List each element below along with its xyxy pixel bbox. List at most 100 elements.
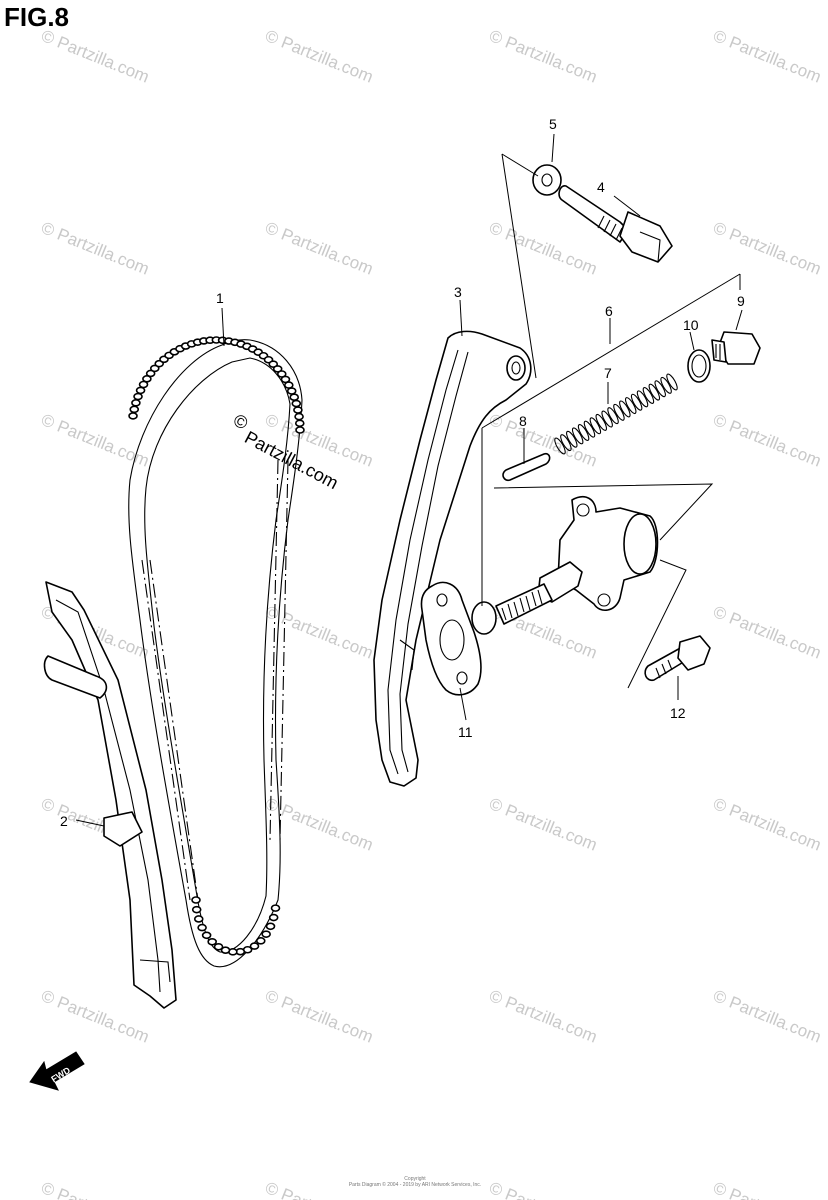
- washer-part-5[interactable]: [532, 164, 562, 196]
- tensioner-assembly-part-6[interactable]: [471, 496, 659, 635]
- spring-coil: [630, 393, 643, 411]
- watermark-text: © Partzilla.com: [39, 218, 152, 279]
- watermark-tile: © Partzilla.com: [711, 410, 824, 471]
- callout-11[interactable]: 11: [458, 724, 473, 740]
- callout-4[interactable]: 4: [597, 179, 605, 195]
- watermark-text: © Partzilla.com: [39, 986, 152, 1047]
- chain-link: [145, 369, 156, 378]
- spring-coil: [642, 386, 655, 404]
- callout-12[interactable]: 12: [670, 705, 686, 721]
- callout-5[interactable]: 5: [549, 116, 557, 132]
- spring-coil: [607, 407, 619, 425]
- chain-guide-part-2[interactable]: [43, 581, 177, 1009]
- figure-title: FIG.8: [4, 2, 70, 32]
- copyright-notice: Copyright Parts Diagram © 2004 - 2019 by…: [330, 1176, 500, 1188]
- watermark-tile: © Partzilla.com: [487, 986, 600, 1047]
- watermark-text: © Partzilla.com: [487, 1178, 600, 1200]
- chain-link: [261, 930, 271, 938]
- watermark-text: © Partzilla.com: [711, 602, 824, 663]
- watermark-tile: © Partzilla.com: [711, 26, 824, 87]
- callout-9[interactable]: 9: [737, 293, 745, 309]
- callout-2[interactable]: 2: [60, 813, 68, 829]
- o-ring-part-10[interactable]: [687, 349, 711, 383]
- bolt-part-12[interactable]: [644, 635, 711, 682]
- bolt-part-4[interactable]: [558, 185, 673, 263]
- watermark-tile: © Partzilla.com: [39, 1178, 152, 1200]
- watermark-text: © Partzilla.com: [487, 986, 600, 1047]
- watermark-text: © Partzilla.com: [711, 218, 824, 279]
- spring-coil: [648, 383, 661, 401]
- spring-coil: [595, 413, 608, 431]
- spring-coil: [583, 420, 596, 438]
- chain-link: [294, 419, 305, 428]
- chain-link: [255, 937, 266, 945]
- chain-link: [193, 915, 204, 923]
- watermark-tile: © Partzilla.com: [711, 1178, 824, 1200]
- chain-link: [293, 406, 303, 414]
- watermark-tile: © Partzilla.com: [487, 26, 600, 87]
- callout-6[interactable]: 6: [605, 303, 613, 319]
- spring-coil: [601, 410, 613, 428]
- callout-3[interactable]: 3: [454, 284, 462, 300]
- leader-lines: [75, 133, 743, 827]
- chain-link: [286, 387, 297, 395]
- chain-link: [284, 381, 294, 389]
- chain-link: [129, 405, 140, 414]
- chain-link: [270, 904, 281, 912]
- chain-links: [128, 336, 305, 956]
- chain-link: [220, 946, 231, 954]
- pin-part-8[interactable]: [502, 452, 551, 482]
- watermark-text: © Partzilla.com: [711, 794, 824, 855]
- watermark-text: © Partzilla.com: [711, 986, 824, 1047]
- watermark-text: © Partzilla.com: [263, 218, 376, 279]
- gasket-part-11[interactable]: [420, 581, 482, 696]
- callouts: 1 2 3 4 5 6 7 8 9 10 11 12: [60, 116, 745, 829]
- callout-8[interactable]: 8: [519, 413, 527, 429]
- spring-coil: [613, 403, 625, 421]
- spring-coil: [571, 427, 584, 445]
- spring-coil: [589, 417, 602, 435]
- watermark-tile: © Partzilla.com: [711, 218, 824, 279]
- callout-10[interactable]: 10: [683, 317, 699, 333]
- chain-link: [249, 942, 260, 950]
- watermark-tile: © Partzilla.com: [487, 218, 600, 279]
- spring-coil: [619, 400, 631, 418]
- watermark-text: © Partzilla.com: [487, 218, 600, 279]
- cam-chain-part-1[interactable]: [128, 336, 305, 968]
- watermark-tile: © Partzilla.com: [263, 26, 376, 87]
- spring-coil: [624, 397, 637, 415]
- callout-1[interactable]: 1: [216, 290, 224, 306]
- spring-coil: [560, 434, 572, 452]
- chain-link: [265, 922, 276, 931]
- chain-link: [272, 365, 283, 373]
- chain-link: [268, 913, 279, 922]
- copyright-line-1: Copyright: [404, 1176, 426, 1182]
- copyright-line-2: Parts Diagram © 2004 - 2019 by ARI Netwo…: [348, 1182, 482, 1188]
- watermark-text: © Partzilla.com: [711, 26, 824, 87]
- chain-link: [201, 931, 212, 940]
- spring-coil: [554, 437, 566, 455]
- spring-coil: [577, 424, 590, 442]
- watermark-text: © Partzilla.com: [487, 26, 600, 87]
- tensioner-arm-part-3[interactable]: [373, 330, 532, 787]
- watermark-tile: © Partzilla.com: [39, 26, 152, 87]
- spring-part-7[interactable]: [553, 373, 679, 456]
- watermark-tile: © Partzilla.com: [711, 602, 824, 663]
- watermark-tile: © Partzilla.com: [263, 986, 376, 1047]
- callout-7[interactable]: 7: [604, 365, 612, 381]
- watermark-text: © Partzilla.com: [711, 410, 824, 471]
- fwd-arrow-icon: FWD: [29, 1051, 85, 1091]
- watermark-tile: © Partzilla.com: [487, 1178, 600, 1200]
- spring-coil: [636, 390, 649, 408]
- chain-link: [133, 392, 143, 401]
- chain-link: [197, 923, 207, 932]
- plug-bolt-part-9[interactable]: [711, 331, 761, 365]
- spring-coil: [666, 373, 678, 391]
- spring-coil: [654, 380, 666, 398]
- watermark-tile: © Partzilla.com: [263, 218, 376, 279]
- watermark-text: © Partzilla.com: [263, 986, 376, 1047]
- spring-coil: [566, 430, 578, 448]
- watermark-tile: © Partzilla.com: [711, 794, 824, 855]
- chain-link: [135, 386, 146, 395]
- chain-link: [289, 393, 300, 401]
